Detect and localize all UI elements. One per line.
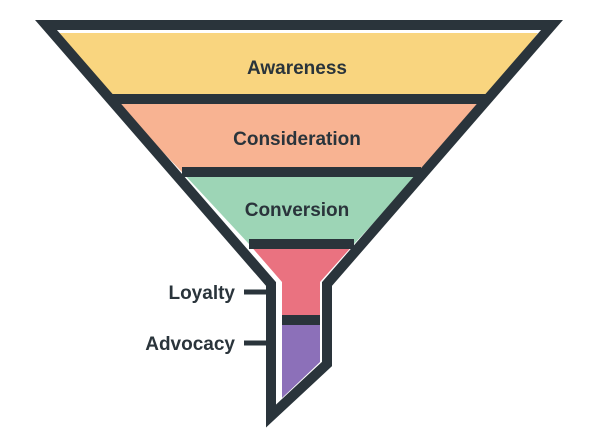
loyalty-band <box>249 244 354 318</box>
consideration-band <box>112 99 486 172</box>
awareness-label: Awareness <box>247 58 347 79</box>
funnel-outline <box>35 20 563 428</box>
awareness-band <box>58 33 538 99</box>
band-dividers <box>112 94 486 325</box>
conversion-band <box>182 172 421 244</box>
consideration-label: Consideration <box>233 129 361 150</box>
advocacy-band <box>282 318 320 398</box>
advocacy-label: Advocacy <box>145 334 235 355</box>
loyalty-label: Loyalty <box>168 283 235 304</box>
conversion-label: Conversion <box>245 200 350 221</box>
